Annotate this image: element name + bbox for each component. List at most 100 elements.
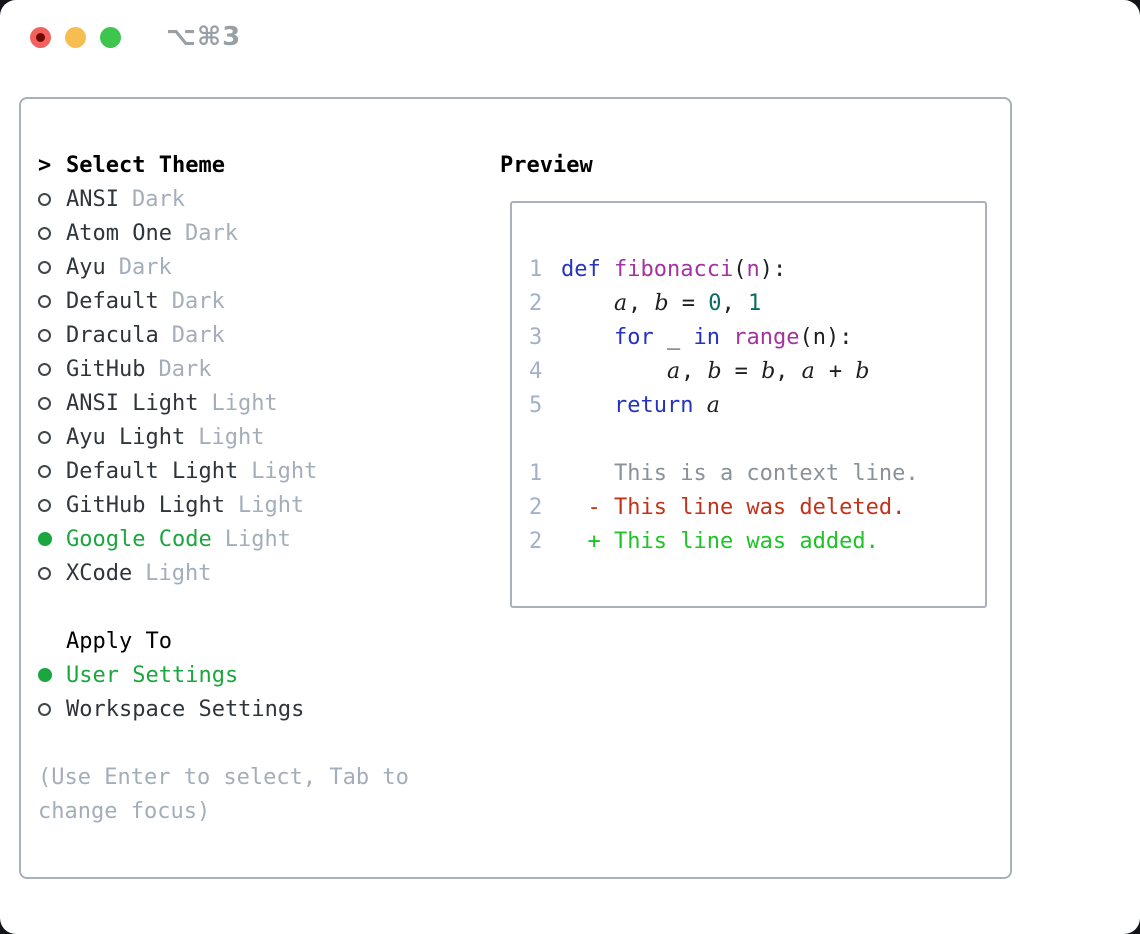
token-pl: ): [759, 256, 787, 282]
theme-name: Dracula [66, 322, 159, 348]
apply-to-header: Apply To [38, 624, 488, 658]
close-button[interactable] [30, 27, 51, 48]
token-pl [561, 359, 667, 384]
token-pl: + [815, 358, 856, 384]
theme-variant-label: Dark [118, 254, 172, 280]
token-var: a [706, 392, 720, 418]
theme-name: GitHub [66, 356, 146, 382]
theme-name: GitHub Light [66, 492, 225, 518]
titlebar: ⌥⌘3 [0, 0, 1140, 97]
radio-icon [38, 362, 51, 376]
radio-cell [38, 294, 66, 308]
line-number: 2 [529, 528, 543, 554]
line-number: 1 [529, 460, 543, 486]
radio-cell [38, 328, 66, 342]
token-kw: in [693, 324, 720, 350]
radio-icon [38, 192, 51, 206]
radio-icon [38, 566, 51, 580]
radio-icon [38, 260, 51, 274]
diff-text: + This line was added. [561, 528, 879, 554]
diff-text: - This line was deleted. [561, 494, 906, 520]
diff-code-block: 1 This is a context line. 2 - This line w… [529, 456, 985, 558]
help-text-line-1: (Use Enter to select, Tab to [38, 764, 409, 790]
token-num: 1 [747, 290, 762, 316]
apply-to-title: Apply To [66, 628, 172, 654]
token-var: b [707, 358, 722, 384]
radio-icon [38, 396, 51, 410]
token-pl: = [668, 290, 709, 316]
code-line: 4 a, b = b, a + b [529, 354, 985, 388]
help-text-line-2: change focus) [38, 798, 211, 824]
theme-name: Default Light [66, 458, 239, 484]
radio-icon [38, 464, 51, 478]
theme-name: Atom One [66, 220, 172, 246]
theme-name: Google Code [66, 526, 212, 552]
token-fn: n [746, 256, 760, 282]
code-line: 2 a, b = 0, 1 [529, 286, 985, 320]
radio-icon [38, 702, 51, 716]
theme-option-ansi-light[interactable]: ANSI Light Light [38, 386, 488, 420]
line-number: 3 [529, 324, 543, 350]
theme-name: ANSI [66, 186, 119, 212]
theme-variant-label: Light [198, 424, 265, 450]
diff-line-context: 1 This is a context line. [529, 456, 985, 490]
token-var: a [666, 358, 681, 384]
theme-variant-label: Light [211, 390, 278, 416]
line-number: 1 [529, 256, 543, 282]
radio-cell [38, 226, 66, 240]
diff-line-added: 2 + This line was added. [529, 524, 985, 558]
theme-name: Ayu Light [66, 424, 186, 450]
radio-cell [38, 192, 66, 206]
token-var: b [855, 358, 870, 384]
theme-option-google-code[interactable]: Google Code Light [38, 522, 488, 556]
radio-cell [38, 498, 66, 512]
radio-selected-icon [38, 532, 52, 546]
token-pl [561, 291, 614, 316]
theme-name: ANSI Light [66, 390, 199, 416]
theme-option-ansi[interactable]: ANSI Dark [38, 182, 488, 216]
token-pl: , [680, 358, 708, 384]
token-pl: _ [653, 324, 694, 350]
prompt-icon: > [38, 152, 52, 178]
token-pl [720, 325, 733, 350]
select-theme-title: Select Theme [66, 152, 225, 178]
code-text: return a [561, 393, 721, 418]
token-var: a [613, 290, 628, 316]
token-kw: return [613, 392, 694, 418]
token-kw: def [561, 256, 601, 282]
theme-option-ayu-light[interactable]: Ayu Light Light [38, 420, 488, 454]
radio-cell [38, 260, 66, 274]
radio-cell [38, 362, 66, 376]
token-var: b [761, 358, 776, 384]
radio-cell [38, 464, 66, 478]
radio-icon [38, 328, 51, 342]
apply-option-user-settings[interactable]: User Settings [38, 658, 488, 692]
zoom-button[interactable] [100, 27, 121, 48]
apply-option-workspace-settings[interactable]: Workspace Settings [38, 692, 488, 726]
theme-variant-label: Dark [158, 356, 212, 382]
minimize-button[interactable] [65, 27, 86, 48]
code-line: 3 for _ in range(n): [529, 320, 985, 354]
theme-option-github[interactable]: GitHub Dark [38, 352, 488, 386]
token-pl [693, 393, 706, 418]
token-fn: fibonacci [614, 256, 734, 282]
token-pl [601, 257, 614, 282]
theme-variant-label: Dark [131, 186, 185, 212]
theme-variant-label: Light [224, 526, 291, 552]
token-num: 0 [708, 290, 722, 316]
close-dot-icon [36, 33, 45, 42]
